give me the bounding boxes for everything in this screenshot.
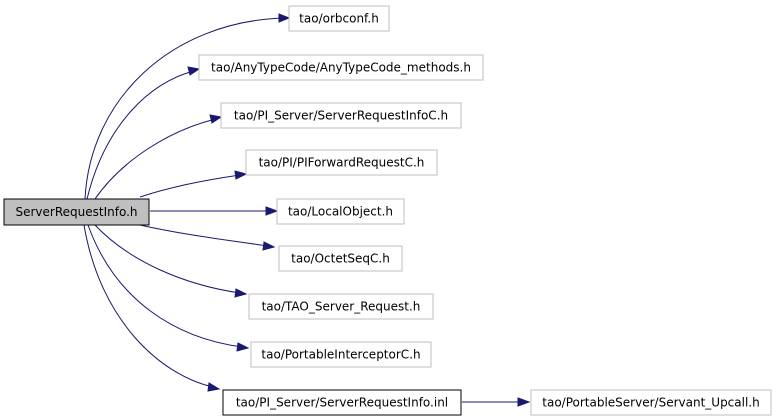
edge-root-to-anytypecode [86,70,195,200]
node-root[interactable]: ServerRequestInfo.h [3,198,150,226]
edge-root-to-serverrequestinfoc [94,118,217,200]
node-serverrequestinfo-inl-label: tao/PI_Server/ServerRequestInfo.inl [236,396,448,410]
edge-root-to-serverrequestinfo-inl [83,224,214,388]
nodes: ServerRequestInfo.h tao/orbconf.h tao/An… [3,5,772,416]
node-octetseqc-box [278,245,403,272]
node-piforwardrequestc-box [245,149,438,176]
node-root-box [3,198,150,226]
node-octetseqc-label: tao/OctetSeqC.h [291,252,390,266]
arrow-portableinterceptorc [236,342,250,352]
arrow-orbconf [278,13,291,23]
node-tao-server-request[interactable]: tao/TAO_Server_Request.h [248,293,434,320]
node-root-label: ServerRequestInfo.h [15,205,137,219]
arrow-tao-server-request [234,288,248,298]
edge-root-to-octetseqc [139,224,269,247]
node-servant-upcall-box [530,389,772,416]
node-anytypecode[interactable]: tao/AnyTypeCode/AnyTypeCode_methods.h [198,54,484,81]
node-serverrequestinfoc-box [220,102,462,129]
node-serverrequestinfo-inl-box [222,389,462,416]
arrow-piforwardrequestc [234,170,248,180]
edges [83,13,531,407]
node-localobject[interactable]: tao/LocalObject.h [276,198,405,225]
node-servant-upcall[interactable]: tao/PortableServer/Servant_Upcall.h [530,389,772,416]
node-piforwardrequestc[interactable]: tao/PI/PIForwardRequestC.h [245,149,438,176]
edge-root-to-orbconf [84,17,284,200]
arrow-servant-upcall [517,397,531,407]
node-serverrequestinfo-inl[interactable]: tao/PI_Server/ServerRequestInfo.inl [222,389,462,416]
node-portableinterceptorc-box [250,341,432,368]
arrow-octetseqc [262,241,276,251]
node-octetseqc[interactable]: tao/OctetSeqC.h [278,245,403,272]
node-localobject-box [276,198,405,225]
node-serverrequestinfoc-label: tao/PI_Server/ServerRequestInfoC.h [234,109,448,123]
node-portableinterceptorc-label: tao/PortableInterceptorC.h [261,348,420,362]
node-orbconf-box [288,5,390,32]
node-orbconf-label: tao/orbconf.h [299,12,379,26]
node-tao-server-request-label: tao/TAO_Server_Request.h [262,300,421,314]
edge-root-to-tao-server-request [94,224,241,294]
node-servant-upcall-label: tao/PortableServer/Servant_Upcall.h [542,396,759,410]
node-anytypecode-label: tao/AnyTypeCode/AnyTypeCode_methods.h [211,61,471,75]
node-orbconf[interactable]: tao/orbconf.h [288,5,390,32]
node-serverrequestinfoc[interactable]: tao/PI_Server/ServerRequestInfoC.h [220,102,462,129]
node-anytypecode-box [198,54,484,81]
edge-root-to-piforwardrequestc [139,174,241,198]
node-tao-server-request-box [248,293,434,320]
node-portableinterceptorc[interactable]: tao/PortableInterceptorC.h [250,341,432,368]
edge-root-to-portableinterceptorc [87,224,243,348]
arrow-anytypecode [187,66,201,76]
arrow-localobject [265,206,279,216]
arrow-serverrequestinfoc [209,114,223,124]
arrow-serverrequestinfo-inl [207,382,221,392]
node-localobject-label: tao/LocalObject.h [288,205,393,219]
node-piforwardrequestc-label: tao/PI/PIForwardRequestC.h [259,156,425,170]
